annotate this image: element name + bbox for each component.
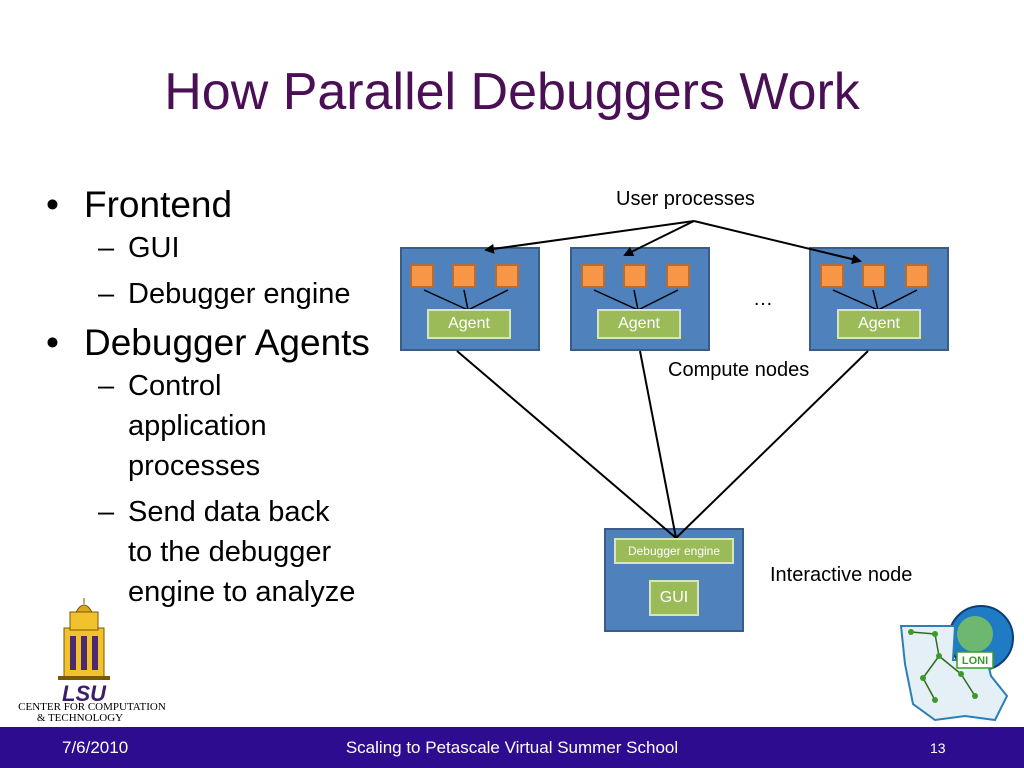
process-square xyxy=(581,264,605,288)
process-square xyxy=(905,264,929,288)
bullet-list: Frontend – GUI – Debugger engine Debugge… xyxy=(40,182,400,612)
slide-title: How Parallel Debuggers Work xyxy=(164,63,860,121)
svg-text:LSU: LSU xyxy=(62,681,107,706)
sub-bullet-gui-text: GUI xyxy=(128,232,180,264)
sub-bullet-gui: – GUI xyxy=(40,228,400,268)
footer-page-number: 13 xyxy=(930,740,946,756)
footer-date: 7/6/2010 xyxy=(62,738,129,757)
process-square xyxy=(623,264,647,288)
link-agent-1 xyxy=(456,350,677,539)
dash-glyph: – xyxy=(98,232,115,264)
user-processes-label: User processes xyxy=(616,188,755,210)
sub-bullet-control: – Control application processes xyxy=(40,366,400,486)
ellipsis-label: … xyxy=(753,288,773,310)
process-square xyxy=(820,264,844,288)
svg-text:& TECHNOLOGY: & TECHNOLOGY xyxy=(37,712,123,724)
sub-bullet-debugger-engine-text: Debugger engine xyxy=(128,278,351,310)
arrow-to-node-1 xyxy=(484,220,695,254)
sub-bullet-control-line3: processes xyxy=(128,450,261,482)
footer-event-title: Scaling to Petascale Virtual Summer Scho… xyxy=(345,738,679,757)
dash-glyph: – xyxy=(98,496,115,528)
slide-footer: 7/6/2010 Scaling to Petascale Virtual Su… xyxy=(0,727,1024,768)
process-square xyxy=(666,264,690,288)
link-agent-3 xyxy=(675,350,869,539)
agent-box-2: Agent xyxy=(597,309,681,339)
debugger-engine-box: Debugger engine xyxy=(614,538,734,564)
link-agent-2 xyxy=(639,350,677,539)
process-square xyxy=(452,264,476,288)
agent-box-3: Agent xyxy=(837,309,921,339)
process-square xyxy=(495,264,519,288)
loni-logo: LONI xyxy=(895,604,1017,724)
compute-nodes-label: Compute nodes xyxy=(668,359,810,381)
process-square xyxy=(410,264,434,288)
svg-text:CENTER FOR COMPUTATION: CENTER FOR COMPUTATION xyxy=(18,701,166,713)
bullet-debugger-agents: Debugger Agents xyxy=(40,320,400,366)
agent-box-1: Agent xyxy=(427,309,511,339)
gui-box: GUI xyxy=(649,580,699,616)
sub-bullet-debugger-engine: – Debugger engine xyxy=(40,274,400,314)
arrow-to-node-3 xyxy=(693,220,862,264)
dash-glyph: – xyxy=(98,370,115,402)
dash-glyph: – xyxy=(98,278,115,310)
bullet-frontend: Frontend xyxy=(40,182,400,228)
sub-bullet-control-line1: Control xyxy=(128,370,222,402)
sub-bullet-control-line2: application xyxy=(128,410,267,442)
arrow-to-node-2 xyxy=(623,220,695,256)
interactive-node-label: Interactive node xyxy=(770,564,913,586)
sub-bullet-send-line1: Send data back xyxy=(128,496,330,528)
process-square xyxy=(862,264,886,288)
svg-text:LONI: LONI xyxy=(962,655,988,667)
sub-bullet-send-data: – Send data back to the debugger engine … xyxy=(40,492,400,612)
sub-bullet-send-line2: to the debugger xyxy=(128,536,332,568)
lsu-cct-logo: LSU CENTER FOR COMPUTATION & TECHNOLOGY xyxy=(4,598,184,724)
sub-bullet-send-line3: engine to analyze xyxy=(128,576,356,608)
